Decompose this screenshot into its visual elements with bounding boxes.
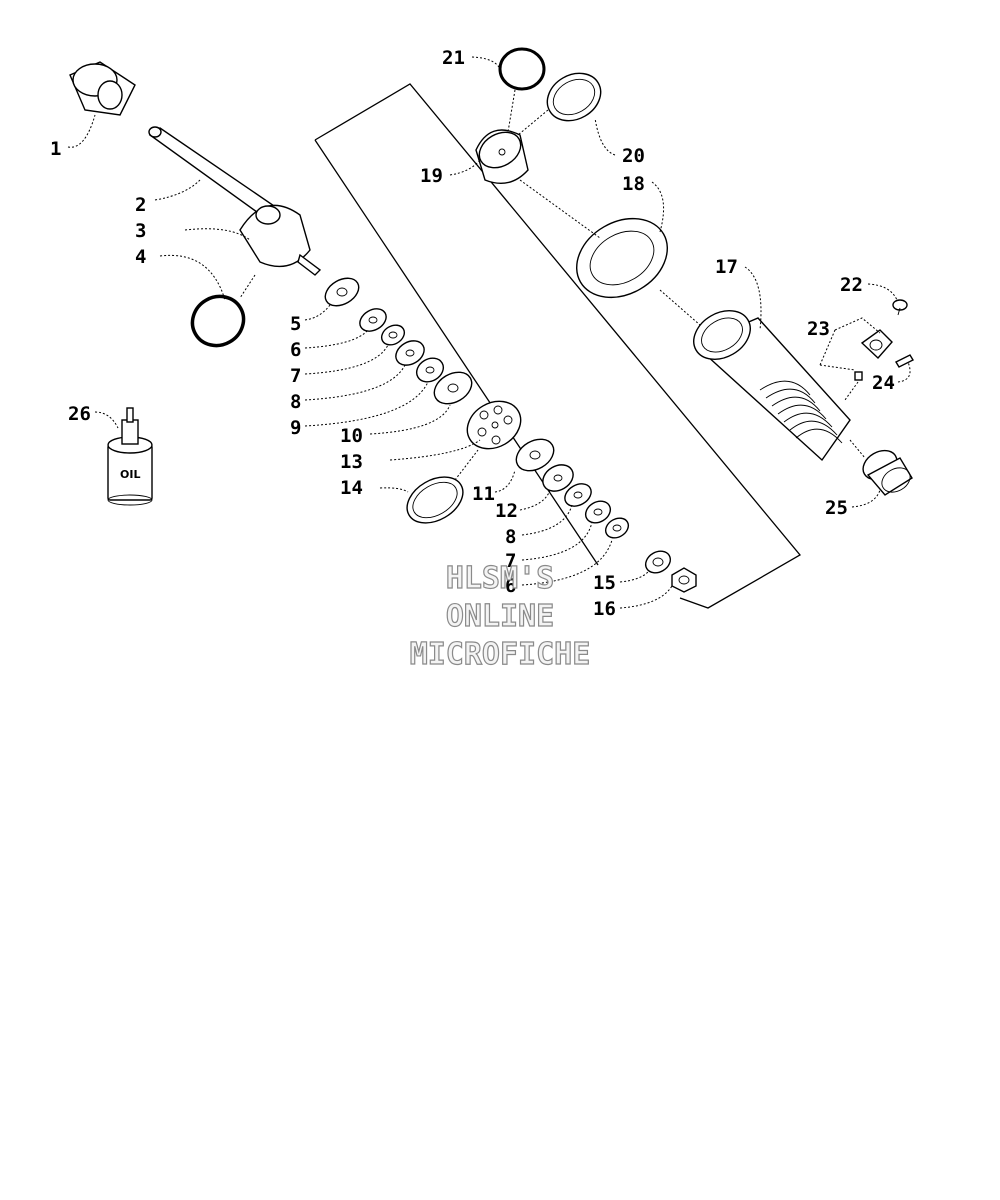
part-17-body <box>693 310 851 462</box>
part-4-o-ring <box>190 294 246 348</box>
watermark-line-2: ONLINE <box>446 599 554 634</box>
watermark: HLSM'S ONLINE MICROFICHE <box>409 560 591 672</box>
washer-stack-lower <box>515 438 630 539</box>
callout-15: 15 <box>593 572 616 594</box>
callout-3: 3 <box>135 220 146 242</box>
part-20-ring <box>546 72 602 122</box>
callout-23: 23 <box>807 318 830 340</box>
callout-21: 21 <box>442 47 465 69</box>
callout-20: 20 <box>622 145 645 167</box>
part-26-oil-bottle: OIL <box>107 407 153 506</box>
part-3-body <box>239 204 322 276</box>
callout-12: 12 <box>495 500 518 522</box>
callout-22: 22 <box>840 274 863 296</box>
part-25-bushing <box>862 449 913 496</box>
callout-4: 4 <box>135 246 146 268</box>
part-2-shaft <box>148 126 282 221</box>
watermark-line-1: HLSM'S <box>446 561 554 596</box>
callout-13: 13 <box>340 451 363 473</box>
callout-16: 16 <box>593 598 616 620</box>
callout-6b: 6 <box>505 575 516 597</box>
callout-24: 24 <box>872 372 895 394</box>
callout-25: 25 <box>825 497 848 519</box>
leader-lines <box>67 56 911 609</box>
part-13-piston <box>466 400 522 450</box>
callout-26: 26 <box>68 403 91 425</box>
oil-label: OIL <box>120 468 140 481</box>
washer-stack-upper <box>324 277 473 405</box>
callout-5: 5 <box>290 313 301 335</box>
callout-2: 2 <box>135 194 146 216</box>
callout-1: 1 <box>50 138 61 160</box>
part-21-o-ring <box>498 47 546 91</box>
assembly-bracket <box>314 83 801 609</box>
callout-8: 8 <box>290 391 301 413</box>
callout-14: 14 <box>340 477 363 499</box>
watermark-line-3: MICROFICHE <box>410 637 591 672</box>
callout-11: 11 <box>472 483 495 505</box>
part-18-collar <box>576 217 668 299</box>
callout-6: 6 <box>290 339 301 361</box>
callout-7: 7 <box>290 365 301 387</box>
callout-17: 17 <box>715 256 738 278</box>
part-24-spring-pin <box>895 354 914 368</box>
assembly-bracket-left-edge <box>314 139 599 566</box>
callout-18: 18 <box>622 173 645 195</box>
part-1-bushing <box>69 61 136 116</box>
part-16-nut <box>671 567 697 593</box>
callout-10: 10 <box>340 425 363 447</box>
callout-7b: 7 <box>505 550 516 572</box>
part-14-piston-band <box>406 476 464 524</box>
part-15-washer <box>644 550 672 574</box>
callout-19: 19 <box>420 165 443 187</box>
callout-8b: 8 <box>505 526 516 548</box>
callout-9: 9 <box>290 417 301 439</box>
callouts: 1 2 3 4 5 6 7 8 9 10 13 14 26 21 20 19 1… <box>50 47 895 620</box>
part-19-cap <box>475 129 529 184</box>
part-23-valve-core <box>854 329 893 381</box>
part-22-valve-cap <box>892 299 908 316</box>
